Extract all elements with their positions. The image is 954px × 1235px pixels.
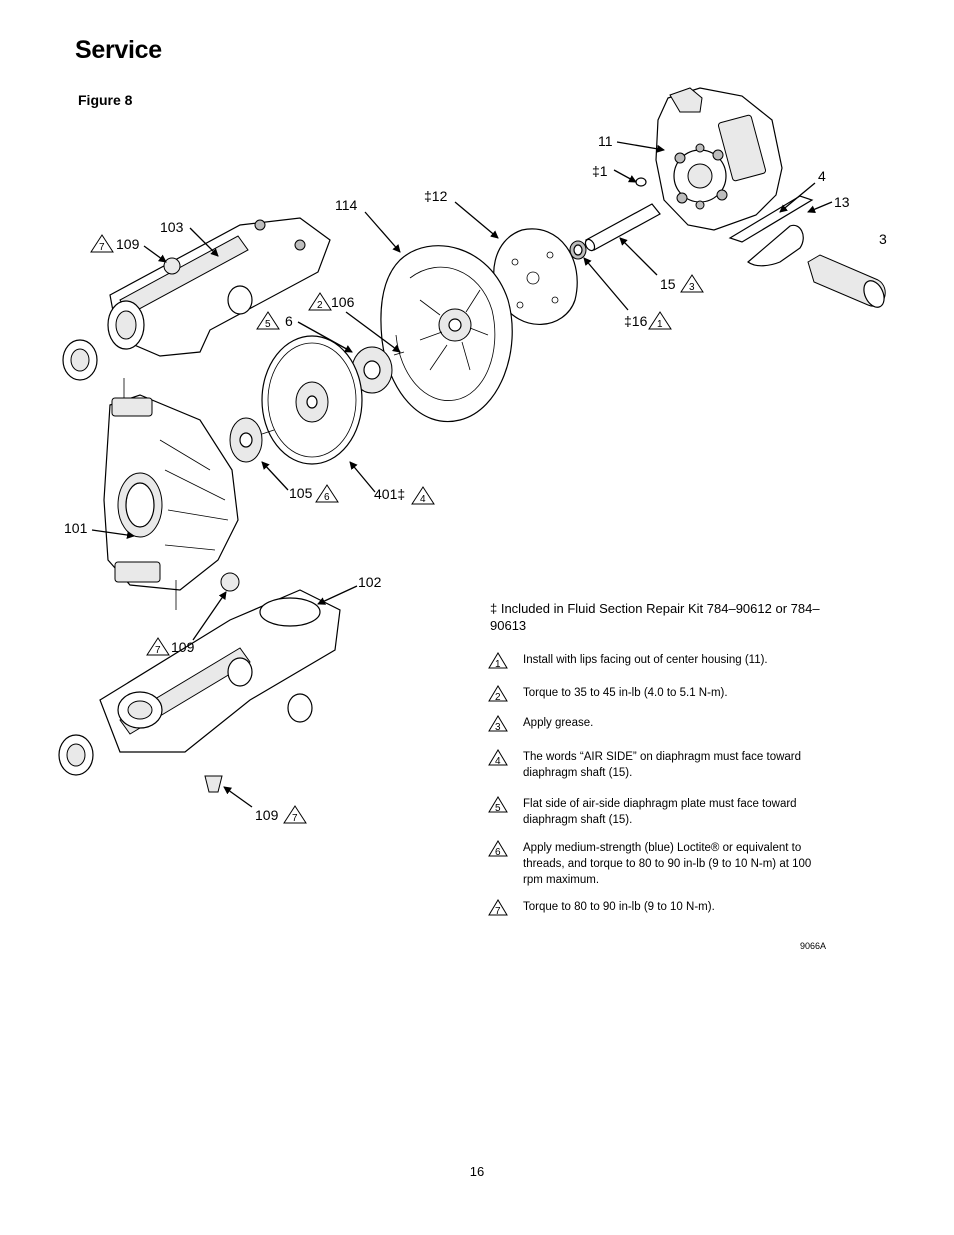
note-item: 1 Install with lips facing out of center… xyxy=(488,652,828,669)
note-triangle-icon: 7 xyxy=(90,234,114,253)
svg-text:4: 4 xyxy=(420,494,426,505)
o-ring-part xyxy=(635,177,647,187)
center-housing-part xyxy=(655,87,783,231)
air-side-plate-part xyxy=(229,417,275,463)
note-item: 6 Apply medium-strength (blue) Loctite® … xyxy=(488,840,828,888)
air-cover-gasket-part xyxy=(493,228,578,325)
note-item: 5 Flat side of air-side diaphragm plate … xyxy=(488,796,828,828)
callout-101: 101 xyxy=(64,520,88,536)
note-text: Flat side of air-side diaphragm plate mu… xyxy=(523,798,797,826)
callout-1: ‡1 xyxy=(592,163,608,179)
callout-6: 6 xyxy=(285,313,293,329)
svg-text:2: 2 xyxy=(317,300,323,311)
page-number: 16 xyxy=(469,1164,485,1179)
drawing-number: 9066A xyxy=(800,941,827,951)
note-text: Apply medium-strength (blue) Loctite® or… xyxy=(523,842,812,886)
fitting-part xyxy=(62,339,98,381)
svg-text:6: 6 xyxy=(495,847,501,857)
diaphragm-part xyxy=(261,335,363,465)
svg-text:6: 6 xyxy=(324,492,330,503)
leader-lines xyxy=(91,141,833,808)
note-triangle-icon: 1 xyxy=(488,652,508,669)
callout-15: 15 xyxy=(660,276,676,292)
note-triangle-icon: 4 xyxy=(411,486,435,505)
svg-text:7: 7 xyxy=(292,813,298,824)
note-item: 7 Torque to 80 to 90 in-lb (9 to 10 N-m)… xyxy=(488,899,828,916)
svg-text:3: 3 xyxy=(689,282,695,293)
note-triangle-icon: 6 xyxy=(315,484,339,503)
note-text: Torque to 35 to 45 in-lb (4.0 to 5.1 N-m… xyxy=(523,687,728,699)
nut-part xyxy=(220,572,240,592)
fluid-cover-part xyxy=(103,378,239,610)
callout-109: 109 xyxy=(255,807,279,823)
note-triangle-icon: 4 xyxy=(488,749,508,766)
callout-109: 109 xyxy=(116,236,140,252)
svg-text:1: 1 xyxy=(495,659,501,669)
page-title: Service xyxy=(75,36,162,64)
callout-16: ‡16 xyxy=(624,313,648,329)
note-item: 4 The words “AIR SIDE” on diaphragm must… xyxy=(488,749,828,781)
svg-text:7: 7 xyxy=(155,645,161,656)
muffler-part xyxy=(807,254,886,308)
note-triangle-icon: 2 xyxy=(308,292,332,311)
svg-text:4: 4 xyxy=(495,756,501,766)
callout-114: 114 xyxy=(335,197,358,213)
note-triangle-icon: 1 xyxy=(648,311,672,330)
gasket-part xyxy=(728,195,814,243)
svg-text:2: 2 xyxy=(495,692,501,702)
note-triangle-icon: 3 xyxy=(680,274,704,293)
note-text: The words “AIR SIDE” on diaphragm must f… xyxy=(523,751,802,779)
svg-text:3: 3 xyxy=(495,722,501,732)
callout-102: 102 xyxy=(358,574,382,590)
callout-11: 11 xyxy=(598,133,613,149)
repair-kit-note: ‡ Included in Fluid Section Repair Kit 7… xyxy=(490,601,820,633)
callout-3: 3 xyxy=(879,231,887,247)
note-triangle-icon: 6 xyxy=(488,840,508,857)
nut-part xyxy=(163,257,181,275)
svg-text:5: 5 xyxy=(495,803,501,813)
inlet-manifold-part xyxy=(99,589,341,753)
note-triangle-icon: 2 xyxy=(488,685,508,702)
note-triangle-icon: 3 xyxy=(488,715,508,732)
svg-text:1: 1 xyxy=(657,319,663,330)
note-text: Apply grease. xyxy=(523,717,594,729)
note-triangle-icon: 7 xyxy=(146,637,170,656)
callout-103: 103 xyxy=(160,219,184,235)
note-triangle-icon: 5 xyxy=(488,796,508,813)
diaphragm-shaft-part xyxy=(584,203,661,252)
svg-text:7: 7 xyxy=(99,242,105,253)
fitting-part xyxy=(58,734,94,776)
muffler-adapter-part xyxy=(747,224,804,267)
callout-106: 106 xyxy=(331,294,355,310)
fluid-side-plate-part xyxy=(351,346,393,394)
note-item: 3 Apply grease. xyxy=(488,715,828,732)
callout-401: 401‡ xyxy=(374,486,405,502)
callout-4: 4 xyxy=(818,168,826,184)
callout-13: 13 xyxy=(834,194,850,210)
plug-part xyxy=(204,775,223,793)
note-triangle-icon: 5 xyxy=(256,311,280,330)
air-cover-part xyxy=(380,245,513,423)
svg-text:5: 5 xyxy=(265,319,271,330)
figure-label: Figure 8 xyxy=(78,92,133,108)
note-text: Install with lips facing out of center h… xyxy=(523,654,768,666)
callout-105: 105 xyxy=(289,485,313,501)
callout-109: 109 xyxy=(171,639,195,655)
note-triangle-icon: 7 xyxy=(283,805,307,824)
outlet-manifold-part xyxy=(107,217,331,357)
svg-text:7: 7 xyxy=(495,906,501,916)
callout-12: ‡12 xyxy=(424,188,448,204)
note-text: Torque to 80 to 90 in-lb (9 to 10 N-m). xyxy=(523,901,715,913)
note-item: 2 Torque to 35 to 45 in-lb (4.0 to 5.1 N… xyxy=(488,685,828,702)
u-cup-packing-part xyxy=(569,240,587,260)
note-triangle-icon: 7 xyxy=(488,899,508,916)
